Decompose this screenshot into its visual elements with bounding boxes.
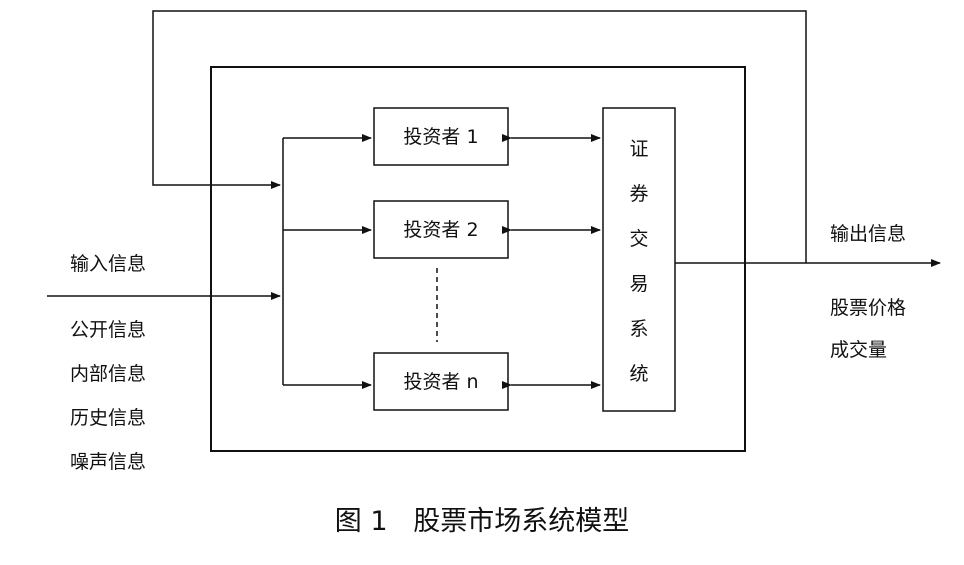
- input-item: 公开信息: [70, 319, 146, 341]
- exchange-char: 易: [629, 273, 648, 295]
- investor-box-2: [373, 200, 509, 259]
- output-title: 输出信息: [830, 223, 906, 245]
- investor-label-2: 投资者 2: [403, 219, 478, 241]
- output-item: 成交量: [830, 339, 887, 361]
- system-frame: [210, 66, 746, 452]
- feedback-loop-line: [152, 10, 807, 263]
- exchange-char: 统: [629, 363, 648, 385]
- input-item: 噪声信息: [70, 451, 146, 473]
- figure-caption: 图 1 股票市场系统模型: [335, 506, 630, 537]
- input-title: 输入信息: [70, 253, 146, 275]
- input-item: 内部信息: [70, 363, 146, 385]
- investor-label-1: 投资者 1: [403, 126, 478, 148]
- output-item: 股票价格: [830, 297, 906, 319]
- investor-label-n: 投资者 n: [403, 371, 478, 393]
- exchange-system-box: [602, 107, 676, 412]
- investor-box-1: [373, 107, 509, 166]
- investor-box-n: [373, 352, 509, 411]
- exchange-char: 券: [629, 183, 648, 205]
- exchange-char: 证: [629, 138, 648, 160]
- input-item: 历史信息: [70, 407, 146, 429]
- exchange-char: 交: [629, 228, 648, 250]
- exchange-char: 系: [629, 318, 648, 340]
